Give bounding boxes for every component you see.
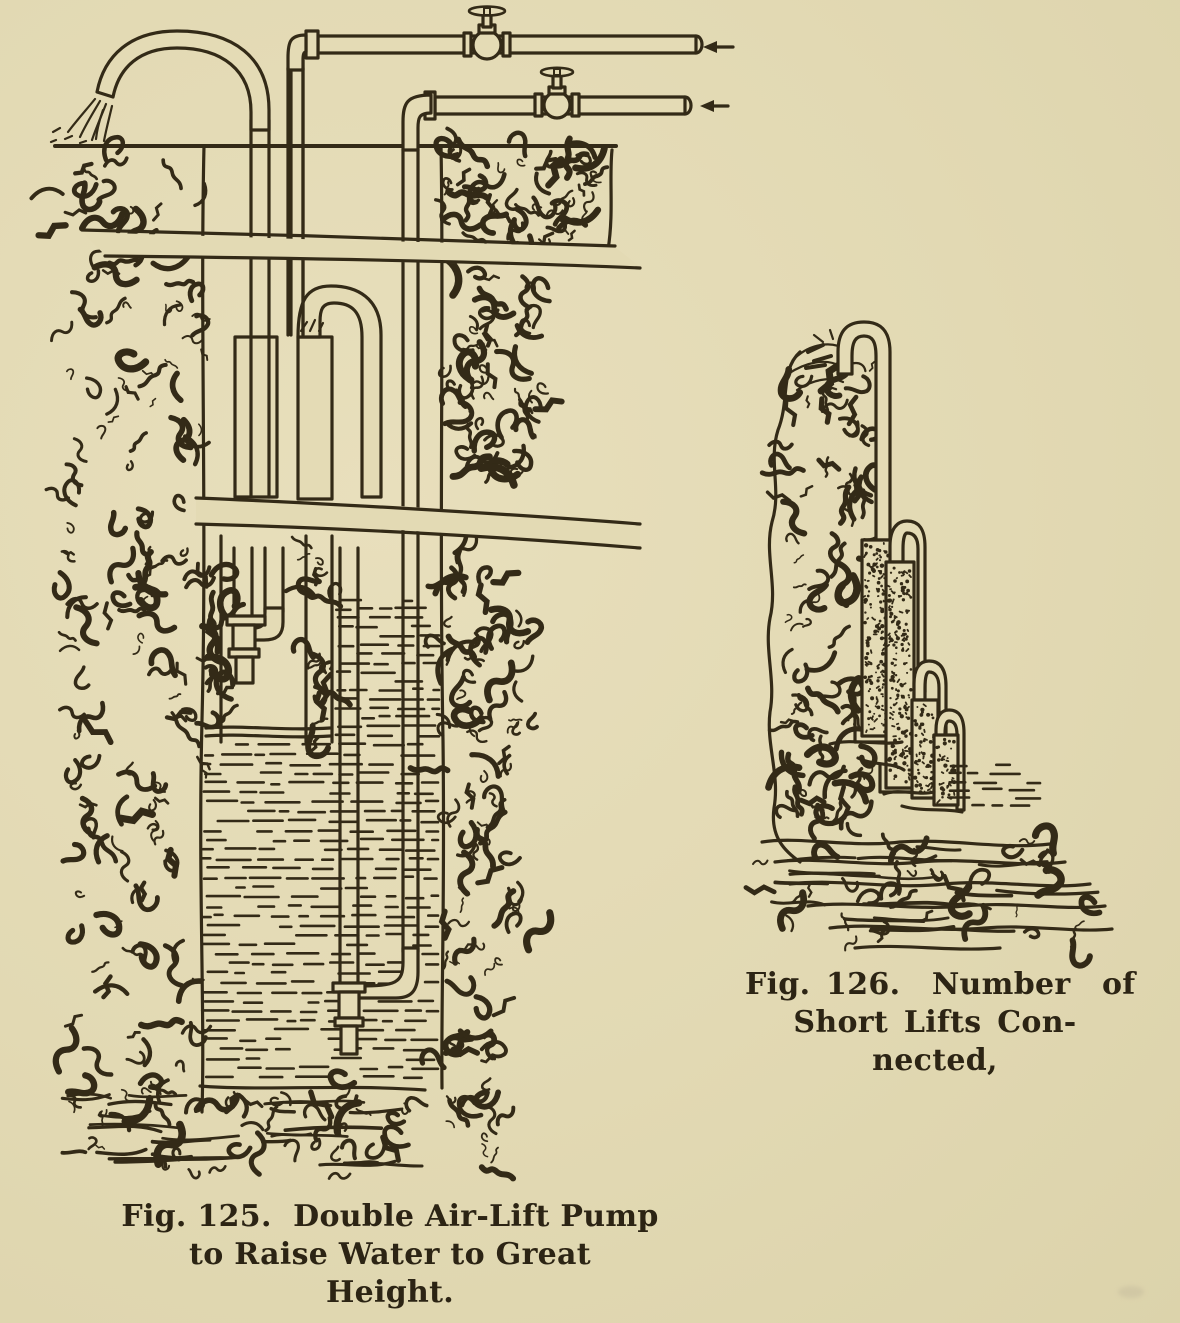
fig-126-caption-line-3: nected,: [872, 1043, 998, 1078]
gooseneck-discharge-pipe: [95, 29, 271, 132]
well-walls: [199, 144, 446, 1114]
rock-texture-right-wall: [407, 126, 610, 1092]
page-smudge: [1118, 1286, 1144, 1298]
drawing-break-upper: [80, 228, 642, 270]
rock-texture-well-bottom: [60, 1068, 517, 1182]
globe-valve-2: [533, 66, 581, 120]
upper-lift-casing: [233, 335, 279, 499]
fig-125-caption-line-2: to Raise Water to Great: [189, 1237, 591, 1272]
lower-eduction-pipe: [338, 546, 360, 985]
lower-lift-foot-piece: [331, 981, 367, 1056]
globe-valve-1: [462, 5, 512, 61]
water-hatching-well-bottom: [200, 742, 440, 1080]
fig-126-caption: Fig. 126. Number of Short Lifts Con- nec…: [745, 966, 1136, 1080]
fig-125-caption: Fig. 125. Double Air-Lift Pump to Raise …: [60, 1198, 720, 1312]
drawing-break-lower: [194, 496, 642, 550]
upper-lift-foot-piece: [225, 614, 267, 685]
fig-125-caption-line-3: Height.: [325, 1275, 455, 1310]
rocky-ground: [743, 740, 1114, 969]
air-flow-arrow-1: [703, 41, 735, 53]
ground-surface: [53, 144, 618, 252]
short-lift-2-casing: [878, 560, 922, 794]
fig-126-caption-line-2: Short Lifts Con-: [793, 1005, 1077, 1040]
fig-125-caption-line-1: Fig. 125. Double Air-Lift Pump: [121, 1199, 659, 1234]
rock-texture-left-wall: [29, 134, 221, 1127]
water-bottom-line: [198, 1084, 427, 1092]
discharge-splash: [804, 328, 835, 370]
lower-lift-gooseneck-arch: [296, 284, 383, 501]
fig-126-illustration: [743, 320, 1114, 969]
discharge-eduction-pipe: [232, 118, 271, 618]
air-flow-arrow-2: [700, 100, 730, 112]
short-lift-4-casing: [932, 733, 960, 807]
source-water-hatching: [947, 763, 1042, 807]
cliff-rock-face: [759, 343, 898, 864]
fig-126-caption-line-1: Fig. 126. Number of: [745, 967, 1136, 1002]
water-hatching-shaft: [334, 598, 441, 738]
fig-125-illustration: [29, 5, 735, 1182]
water-spray: [49, 97, 114, 145]
intermediate-chamber: [182, 534, 353, 760]
